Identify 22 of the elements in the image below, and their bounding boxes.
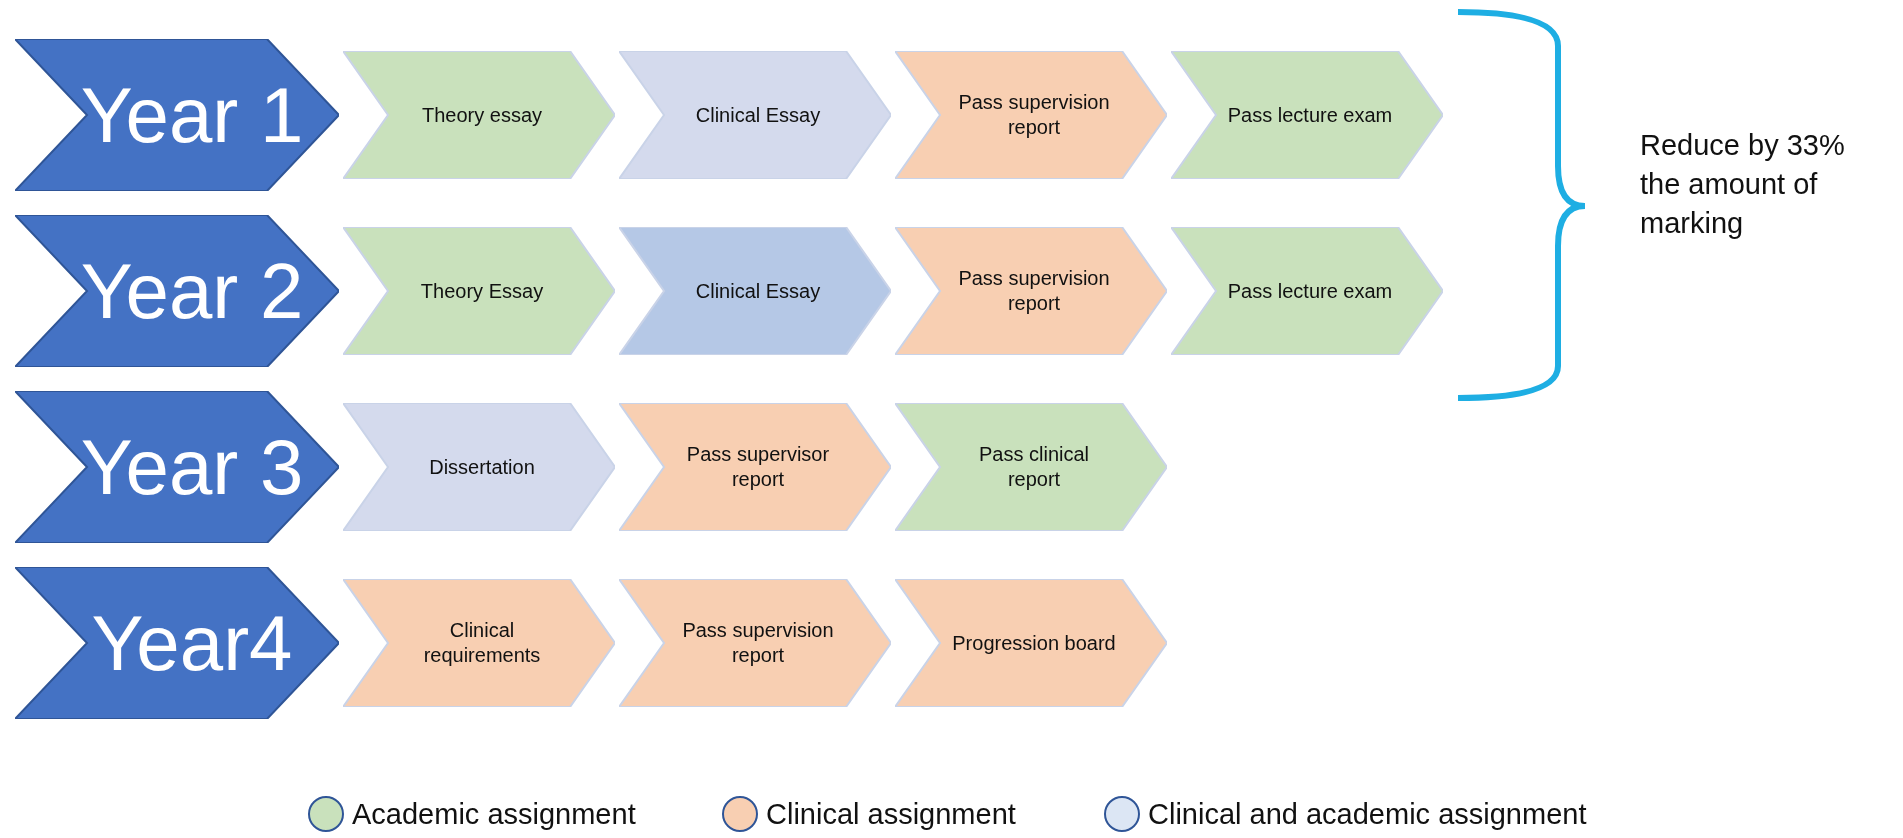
process-step: Pass clinical report (895, 403, 1167, 531)
legend-label: Academic assignment (352, 797, 636, 831)
year-banner: Year 2 (15, 215, 339, 367)
process-step: Dissertation (343, 403, 615, 531)
process-step: Progression board (895, 579, 1167, 707)
process-step: Pass supervision report (895, 51, 1167, 179)
process-step: Clinical Essay (619, 227, 891, 355)
legend-label: Clinical assignment (766, 797, 1016, 831)
year-banner: Year 3 (15, 391, 339, 543)
year-banner: Year 1 (15, 39, 339, 191)
process-step: Pass supervisor report (619, 403, 891, 531)
process-step: Pass supervision report (619, 579, 891, 707)
process-step: Pass lecture exam (1171, 51, 1443, 179)
legend-label: Clinical and academic assignment (1148, 797, 1587, 831)
brace-note: Reduce by 33% the amount of marking (1640, 128, 1846, 242)
process-step: Clinical Essay (619, 51, 891, 179)
process-step: Theory Essay (343, 227, 615, 355)
process-step: Clinical requirements (343, 579, 615, 707)
process-step: Pass lecture exam (1171, 227, 1443, 355)
process-step: Theory essay (343, 51, 615, 179)
year-banner: Year4 (15, 567, 339, 719)
process-step: Pass supervision report (895, 227, 1167, 355)
